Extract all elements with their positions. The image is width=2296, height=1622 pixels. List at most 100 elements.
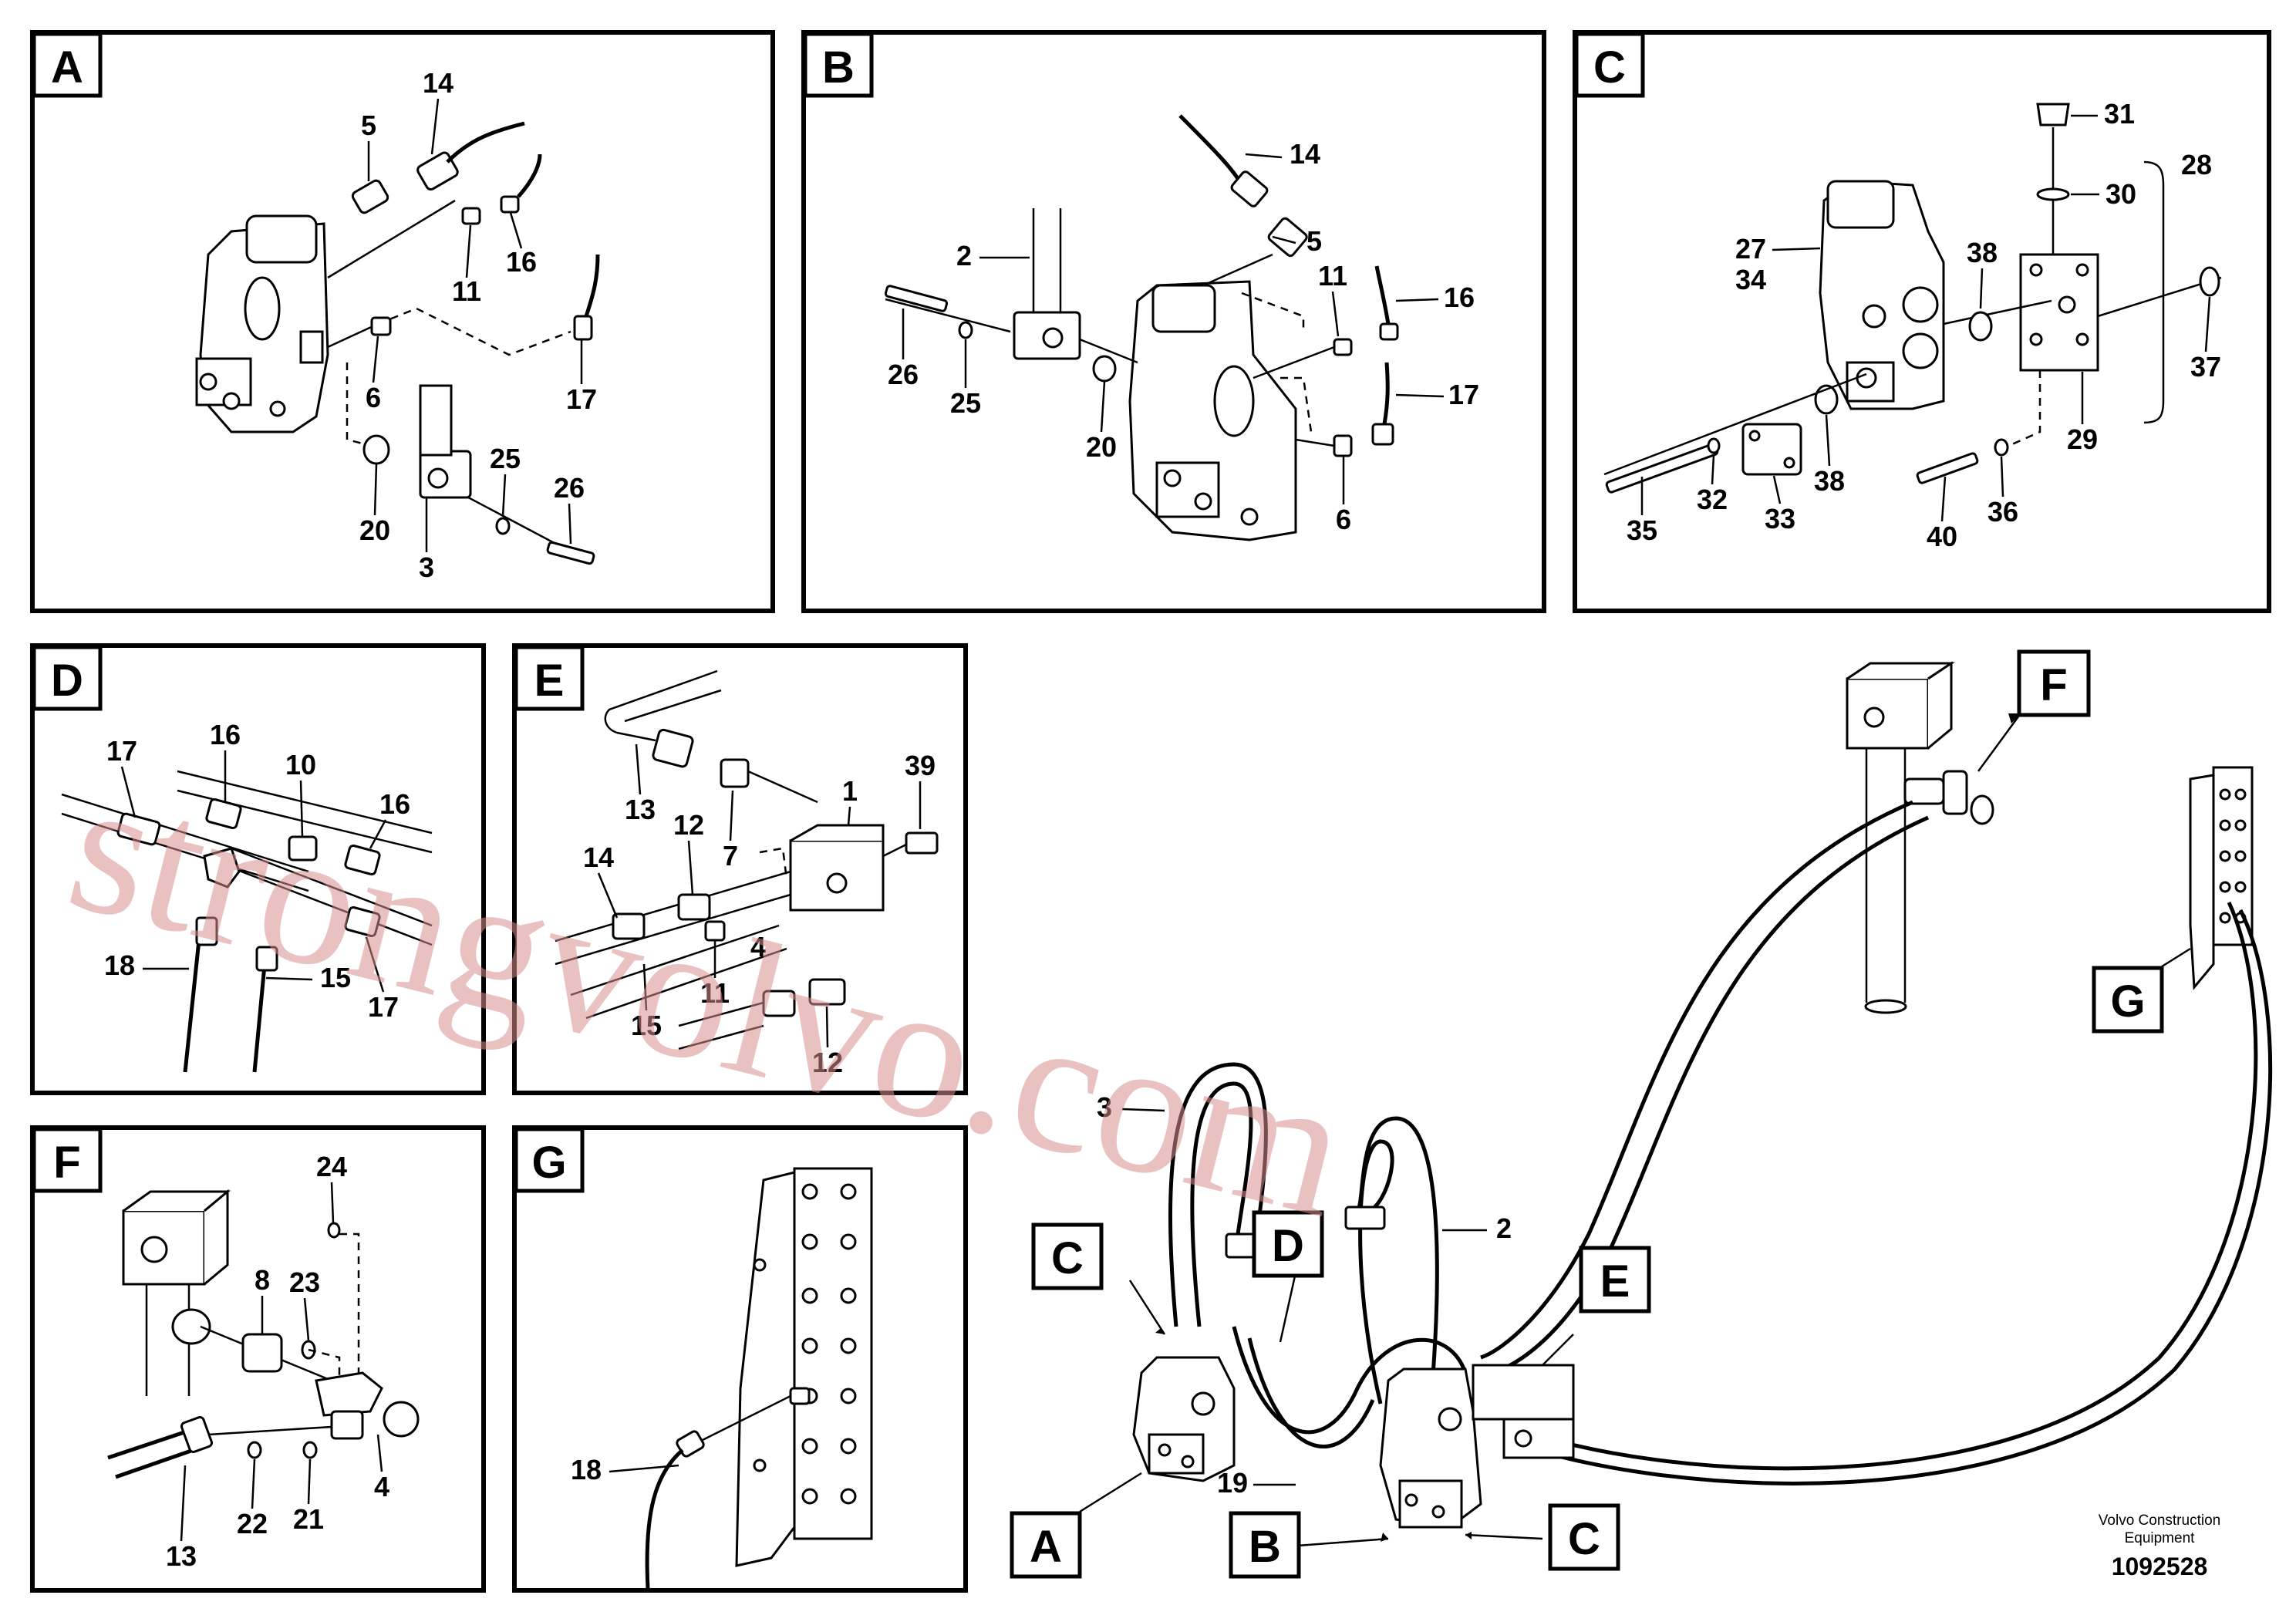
svg-text:3: 3 <box>1097 1091 1112 1123</box>
panel-b-tag: B <box>822 42 855 93</box>
watermark: strongvolvo.com <box>52 737 1366 1259</box>
panel-g-labels: 18 <box>571 1454 679 1485</box>
svg-text:19: 19 <box>1217 1467 1248 1499</box>
svg-text:5: 5 <box>1306 225 1322 257</box>
svg-text:17: 17 <box>566 383 597 415</box>
svg-text:7: 7 <box>723 840 738 872</box>
panel-e: E 39 1 13 7 12 14 <box>512 643 968 1095</box>
svg-text:35: 35 <box>1627 514 1657 546</box>
svg-text:31: 31 <box>2104 98 2135 130</box>
svg-text:18: 18 <box>104 949 135 981</box>
panel-e-tag: E <box>534 656 565 706</box>
company-line1: Volvo Construction <box>2099 1512 2220 1529</box>
panel-c-valve <box>1819 180 1945 410</box>
panel-g-tag: G <box>531 1138 566 1188</box>
panel-a-labels: 14 5 11 16 6 17 25 26 20 3 <box>359 67 597 583</box>
svg-text:38: 38 <box>1814 465 1845 497</box>
svg-text:A: A <box>1030 1522 1062 1572</box>
svg-text:F: F <box>2040 660 2067 710</box>
svg-text:17: 17 <box>1448 379 1479 410</box>
panel-c-tag: C <box>1593 42 1626 93</box>
svg-text:B: B <box>1249 1522 1281 1572</box>
svg-text:38: 38 <box>1967 237 1998 268</box>
svg-text:16: 16 <box>506 246 537 278</box>
svg-text:16: 16 <box>210 719 241 750</box>
svg-text:2: 2 <box>956 240 972 271</box>
svg-text:23: 23 <box>289 1266 320 1298</box>
svg-text:36: 36 <box>1988 496 2018 528</box>
doc-number: 1092528 <box>2112 1553 2208 1580</box>
svg-text:16: 16 <box>1444 282 1475 313</box>
svg-text:14: 14 <box>1290 138 1320 170</box>
panel-e-tag-box <box>514 645 585 711</box>
svg-text:26: 26 <box>888 359 919 390</box>
footer: Volvo Construction Equipment 1092528 <box>2099 1512 2220 1580</box>
svg-text:14: 14 <box>423 67 453 99</box>
svg-text:20: 20 <box>359 514 390 546</box>
svg-text:37: 37 <box>2190 351 2221 383</box>
svg-text:E: E <box>1600 1256 1630 1307</box>
svg-text:11: 11 <box>700 977 730 1009</box>
panel-f-tag-box <box>32 1127 103 1193</box>
svg-text:32: 32 <box>1697 484 1728 515</box>
svg-text:2: 2 <box>1496 1212 1512 1244</box>
svg-text:29: 29 <box>2067 423 2098 455</box>
svg-text:25: 25 <box>490 443 521 474</box>
panel-b-labels: 14 2 5 11 16 26 25 20 17 6 <box>888 138 1479 535</box>
panel-g: G 18 <box>512 1125 968 1593</box>
svg-text:4: 4 <box>374 1471 389 1502</box>
svg-text:C: C <box>1568 1514 1600 1564</box>
panel-g-tag-box <box>514 1127 585 1193</box>
overview-callouts: F G C D E A B C <box>1010 649 2164 1579</box>
panel-f-tag: F <box>53 1138 80 1188</box>
svg-text:5: 5 <box>361 110 376 141</box>
svg-text:17: 17 <box>106 735 137 767</box>
svg-text:30: 30 <box>2106 178 2136 210</box>
svg-text:13: 13 <box>625 794 656 825</box>
panel-b: B 14 <box>801 30 1546 613</box>
panel-f: F 24 8 23 22 21 13 <box>30 1125 486 1593</box>
svg-text:40: 40 <box>1927 521 1957 552</box>
svg-text:G: G <box>2110 976 2145 1027</box>
panel-d-tag: D <box>51 656 83 706</box>
panel-a-tag: A <box>51 42 83 93</box>
svg-text:6: 6 <box>366 382 381 413</box>
panel-c: C 31 <box>1573 30 2271 613</box>
svg-text:11: 11 <box>1318 260 1347 292</box>
panel-f-labels: 24 8 23 22 21 13 4 <box>166 1151 389 1572</box>
panel-a-tag-box <box>32 32 103 98</box>
svg-text:22: 22 <box>237 1508 268 1539</box>
svg-text:D: D <box>1272 1221 1304 1271</box>
svg-text:24: 24 <box>316 1151 347 1182</box>
svg-text:16: 16 <box>379 788 410 820</box>
svg-text:1: 1 <box>842 775 858 807</box>
svg-text:17: 17 <box>368 991 399 1023</box>
panel-b-valve <box>1128 280 1297 541</box>
panel-a: A <box>30 30 775 613</box>
svg-text:33: 33 <box>1765 503 1795 534</box>
svg-text:6: 6 <box>1336 504 1351 535</box>
overview-assembly: F G C D E A B C 3 2 19 <box>1010 649 2273 1579</box>
svg-text:25: 25 <box>950 387 981 419</box>
panel-a-fittings <box>351 121 600 565</box>
svg-text:3: 3 <box>419 551 434 583</box>
panel-b-tag-box <box>803 32 874 98</box>
svg-text:15: 15 <box>631 1010 662 1041</box>
panel-c-labels: 31 30 28 27 34 38 37 29 35 32 33 38 40 3… <box>1627 98 2221 552</box>
panel-d-tag-box <box>32 645 103 711</box>
svg-text:20: 20 <box>1086 431 1117 463</box>
panel-a-valve <box>195 214 329 433</box>
svg-text:39: 39 <box>905 750 936 781</box>
svg-text:C: C <box>1051 1233 1084 1283</box>
svg-text:15: 15 <box>320 962 351 993</box>
svg-text:4: 4 <box>750 931 766 963</box>
panel-c-tag-box <box>1574 32 1645 98</box>
svg-text:26: 26 <box>554 472 585 504</box>
company-line2: Equipment <box>2125 1530 2196 1546</box>
svg-text:21: 21 <box>293 1503 324 1535</box>
panel-d: D 17 16 10 16 18 15 17 <box>30 643 486 1095</box>
svg-text:12: 12 <box>812 1047 843 1078</box>
svg-text:18: 18 <box>571 1454 602 1485</box>
svg-text:11: 11 <box>452 275 481 307</box>
